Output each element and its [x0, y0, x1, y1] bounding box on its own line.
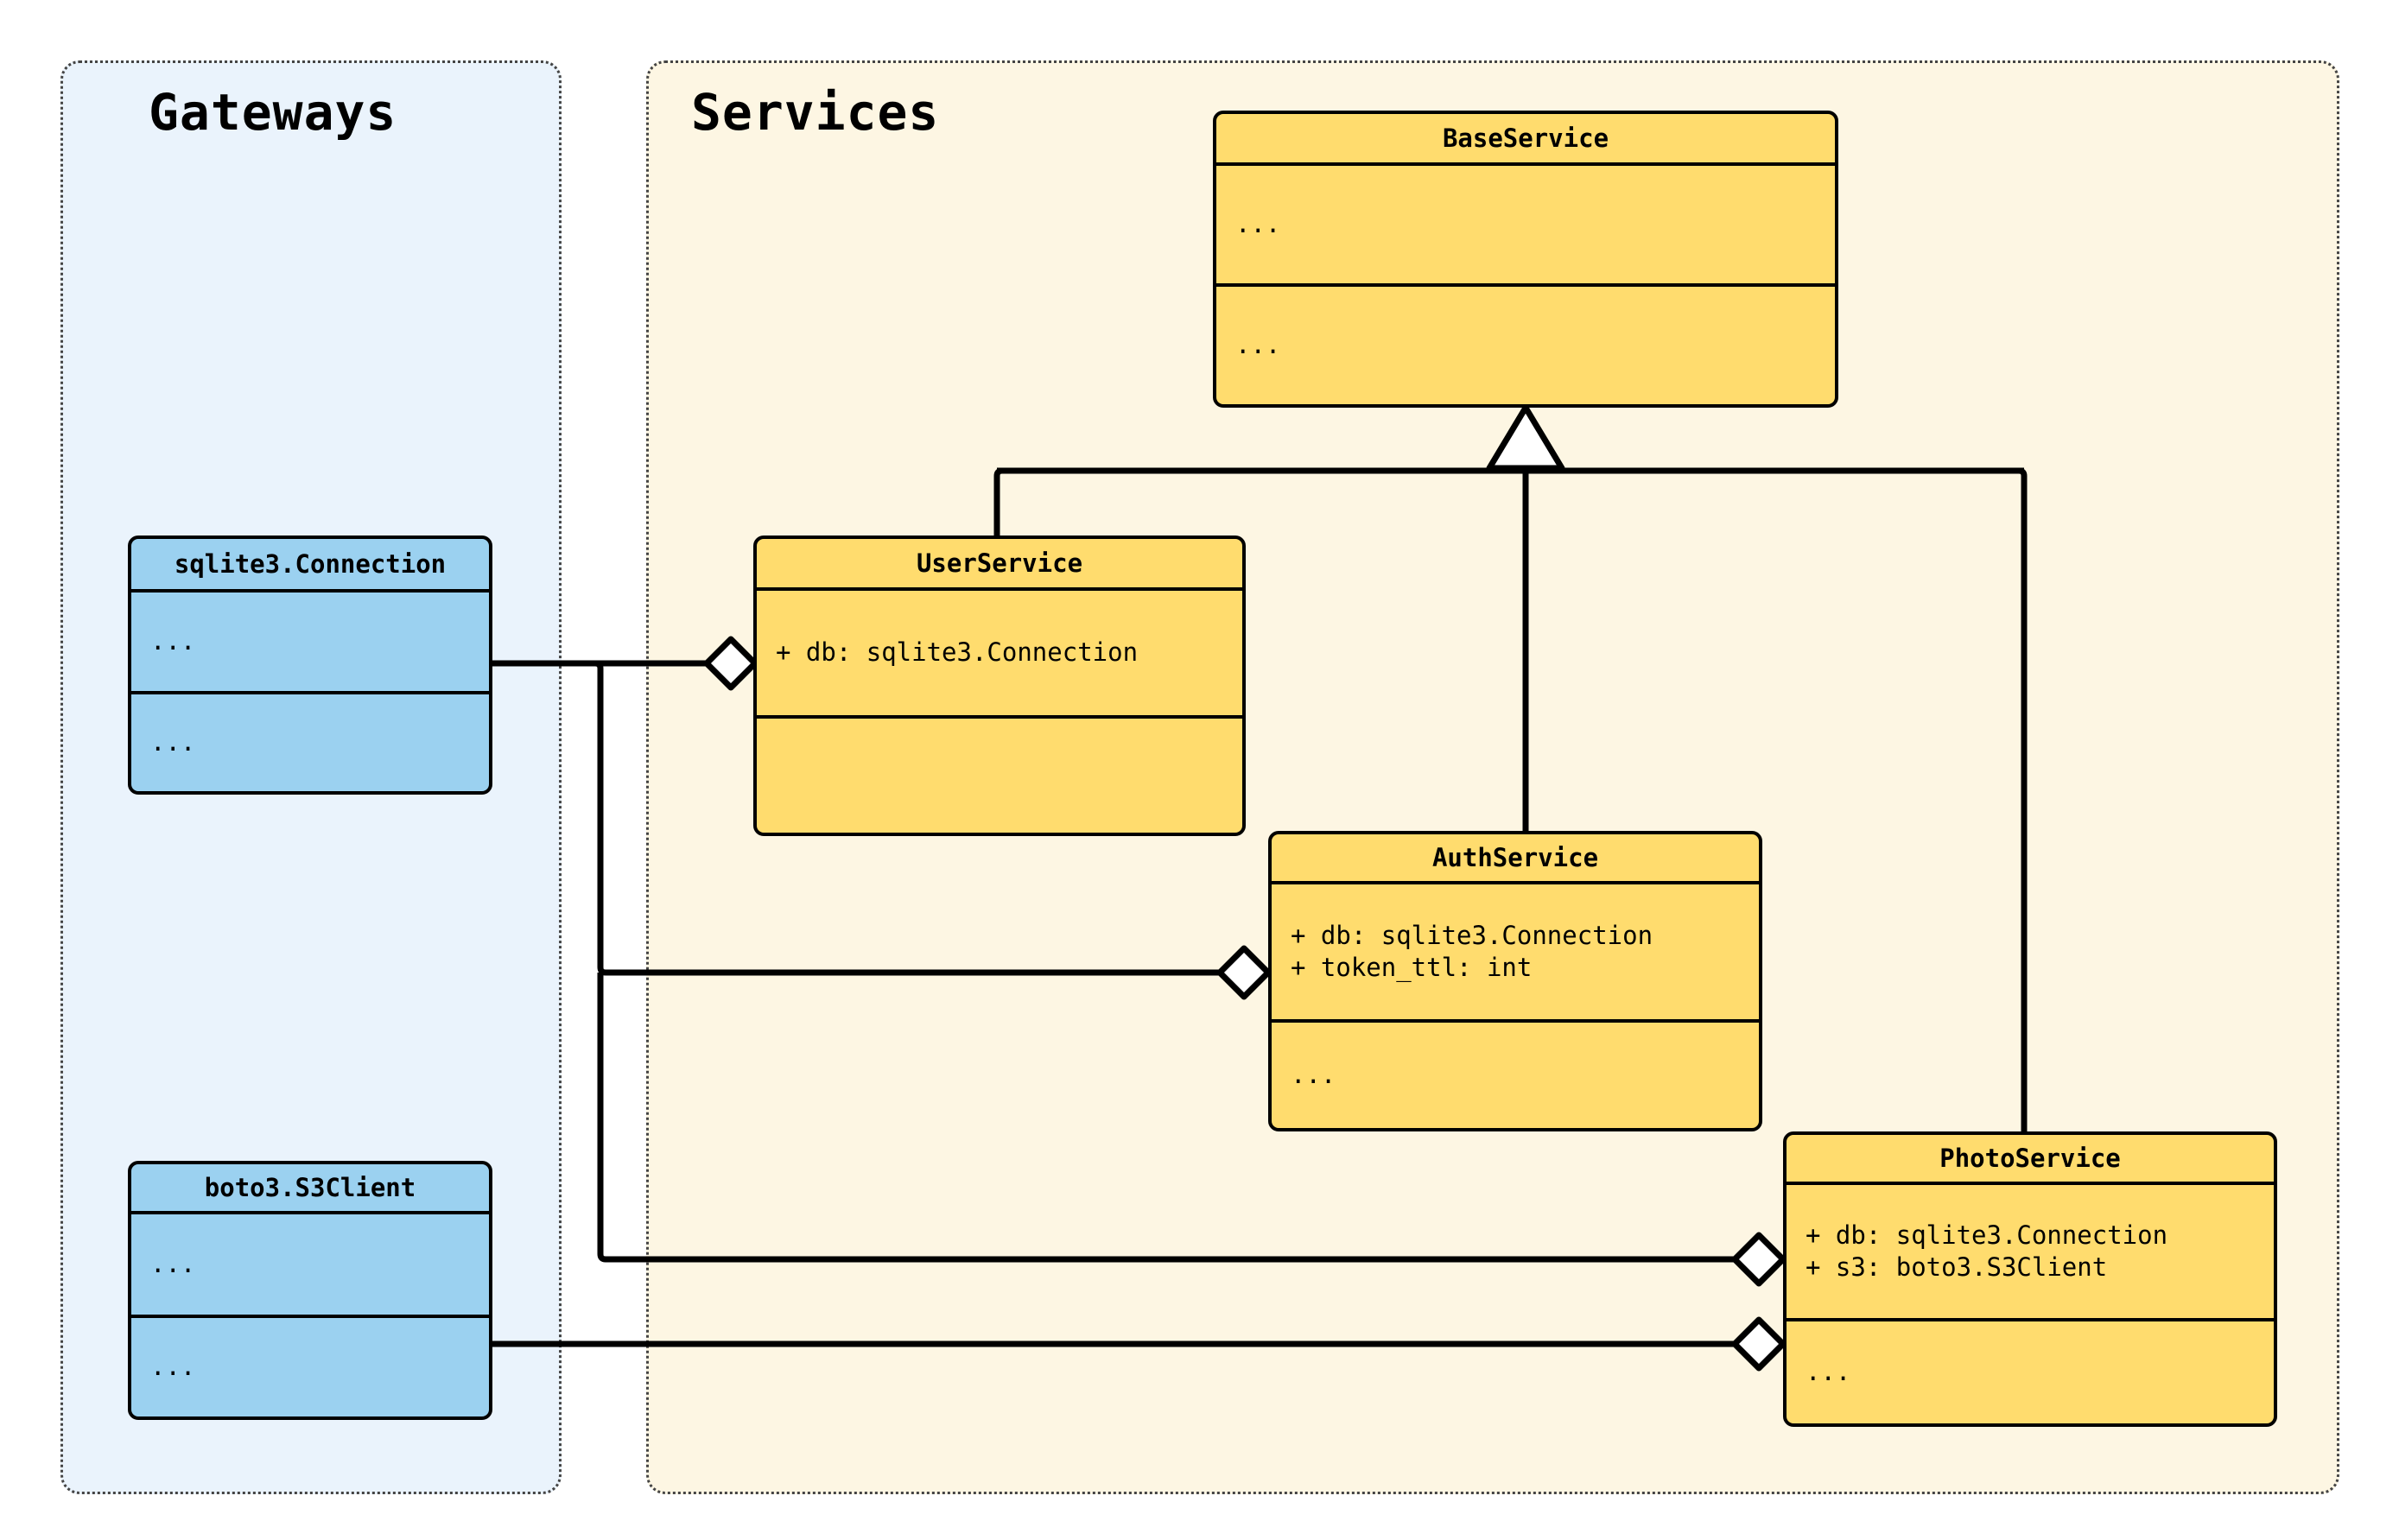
class-box-base-service[interactable]: BaseService ... ...	[1213, 111, 1838, 408]
attribute-line: + s3: boto3.S3Client	[1806, 1252, 2108, 1282]
method-line: ...	[1806, 1357, 1851, 1387]
attribute-line: + db: sqlite3.Connection	[1806, 1220, 2168, 1250]
class-title-auth-service: AuthService	[1272, 834, 1759, 884]
class-title-sqlite3-connection: sqlite3.Connection	[131, 539, 489, 593]
class-methods-user-service	[757, 719, 1242, 833]
class-title-boto3-s3client: boto3.S3Client	[131, 1164, 489, 1214]
class-box-user-service[interactable]: UserService + db: sqlite3.Connection	[753, 536, 1246, 836]
method-line: ...	[150, 727, 196, 757]
method-line: ...	[1291, 1060, 1336, 1090]
class-attributes-auth-service: + db: sqlite3.Connection + token_ttl: in…	[1272, 884, 1759, 1023]
class-attributes-photo-service: + db: sqlite3.Connection + s3: boto3.S3C…	[1787, 1185, 2274, 1321]
class-methods-auth-service: ...	[1272, 1023, 1759, 1128]
class-attributes-base-service: ...	[1216, 166, 1835, 287]
class-box-sqlite3-connection[interactable]: sqlite3.Connection ... ...	[128, 536, 492, 795]
attribute-line: ...	[1235, 209, 1281, 239]
class-box-auth-service[interactable]: AuthService + db: sqlite3.Connection + t…	[1268, 831, 1762, 1131]
attribute-line: ...	[150, 626, 196, 656]
gateways-package-title: Gateways	[149, 83, 397, 142]
class-methods-sqlite3-connection: ...	[131, 694, 489, 791]
class-title-user-service: UserService	[757, 539, 1242, 591]
class-title-photo-service: PhotoService	[1787, 1135, 2274, 1185]
services-package-title: Services	[691, 83, 940, 142]
class-attributes-user-service: + db: sqlite3.Connection	[757, 591, 1242, 719]
attribute-line: + db: sqlite3.Connection	[1291, 920, 1653, 950]
attribute-line: ...	[150, 1249, 196, 1279]
method-line: ...	[150, 1352, 196, 1382]
method-line: ...	[1235, 330, 1281, 360]
class-box-boto3-s3client[interactable]: boto3.S3Client ... ...	[128, 1161, 492, 1420]
class-title-base-service: BaseService	[1216, 114, 1835, 166]
class-methods-photo-service: ...	[1787, 1321, 2274, 1423]
class-methods-base-service: ...	[1216, 287, 1835, 404]
class-box-photo-service[interactable]: PhotoService + db: sqlite3.Connection + …	[1783, 1131, 2277, 1427]
attribute-line: + token_ttl: int	[1291, 953, 1533, 982]
attribute-line: + db: sqlite3.Connection	[776, 637, 1139, 668]
class-attributes-boto3-s3client: ...	[131, 1214, 489, 1318]
class-attributes-sqlite3-connection: ...	[131, 593, 489, 694]
class-methods-boto3-s3client: ...	[131, 1318, 489, 1416]
